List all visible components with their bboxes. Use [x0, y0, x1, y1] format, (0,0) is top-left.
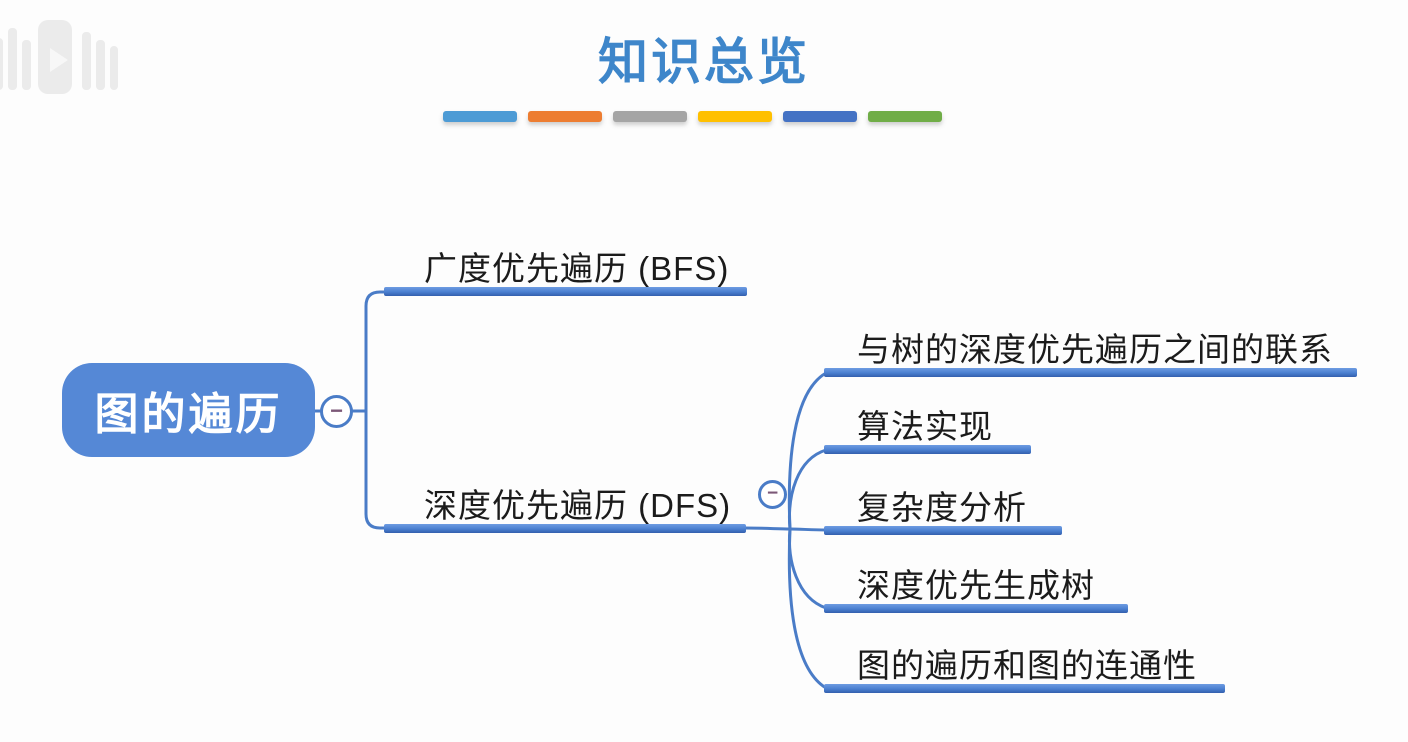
branch-topic-dfs[interactable]: 深度优先遍历 (DFS) — [424, 487, 732, 524]
connector-dfs-stub — [743, 526, 792, 531]
divider-bars — [443, 111, 942, 122]
subtopic-relation-to-tree-dfs[interactable]: 与树的深度优先遍历之间的联系 — [857, 331, 1333, 368]
subtopic-traversal-and-connectivity[interactable]: 图的遍历和图的连通性 — [857, 647, 1197, 684]
subtopic-complexity-analysis[interactable]: 复杂度分析 — [857, 489, 1027, 526]
branch-topic-bfs[interactable]: 广度优先遍历 (BFS) — [424, 250, 730, 287]
divider-bar-darkblue — [783, 111, 857, 122]
collapse-button-root[interactable]: − — [320, 395, 353, 428]
connector-child-2 — [788, 448, 828, 531]
divider-bar-blue — [443, 111, 517, 122]
connector-child-4 — [788, 527, 828, 610]
branch-underline-bfs — [384, 287, 747, 296]
subtopic-algorithm-implementation[interactable]: 算法实现 — [857, 408, 993, 445]
divider-bar-green — [868, 111, 942, 122]
connector-branch-bracket — [364, 290, 388, 530]
subtopic-dfs-spanning-tree[interactable]: 深度优先生成树 — [857, 567, 1095, 604]
collapse-button-dfs[interactable]: − — [758, 480, 787, 509]
divider-bar-gray — [613, 111, 687, 122]
connector-child-3 — [788, 527, 828, 532]
divider-bar-orange — [528, 111, 602, 122]
subtopic-underline — [824, 604, 1128, 613]
subtopic-underline — [824, 684, 1225, 693]
root-topic-node[interactable]: 图的遍历 — [62, 363, 315, 457]
subtopic-underline — [824, 368, 1357, 377]
connector-child-5 — [787, 527, 828, 690]
minus-icon: − — [766, 482, 779, 504]
divider-bar-yellow — [698, 111, 772, 122]
minus-icon: − — [330, 397, 343, 423]
bilibili-watermark-icon — [0, 20, 118, 94]
branch-underline-dfs — [384, 524, 746, 533]
page-title: 知识总览 — [598, 34, 810, 90]
subtopic-underline — [824, 526, 1062, 535]
subtopic-underline — [824, 445, 1031, 454]
root-topic-label: 图的遍历 — [94, 390, 283, 439]
